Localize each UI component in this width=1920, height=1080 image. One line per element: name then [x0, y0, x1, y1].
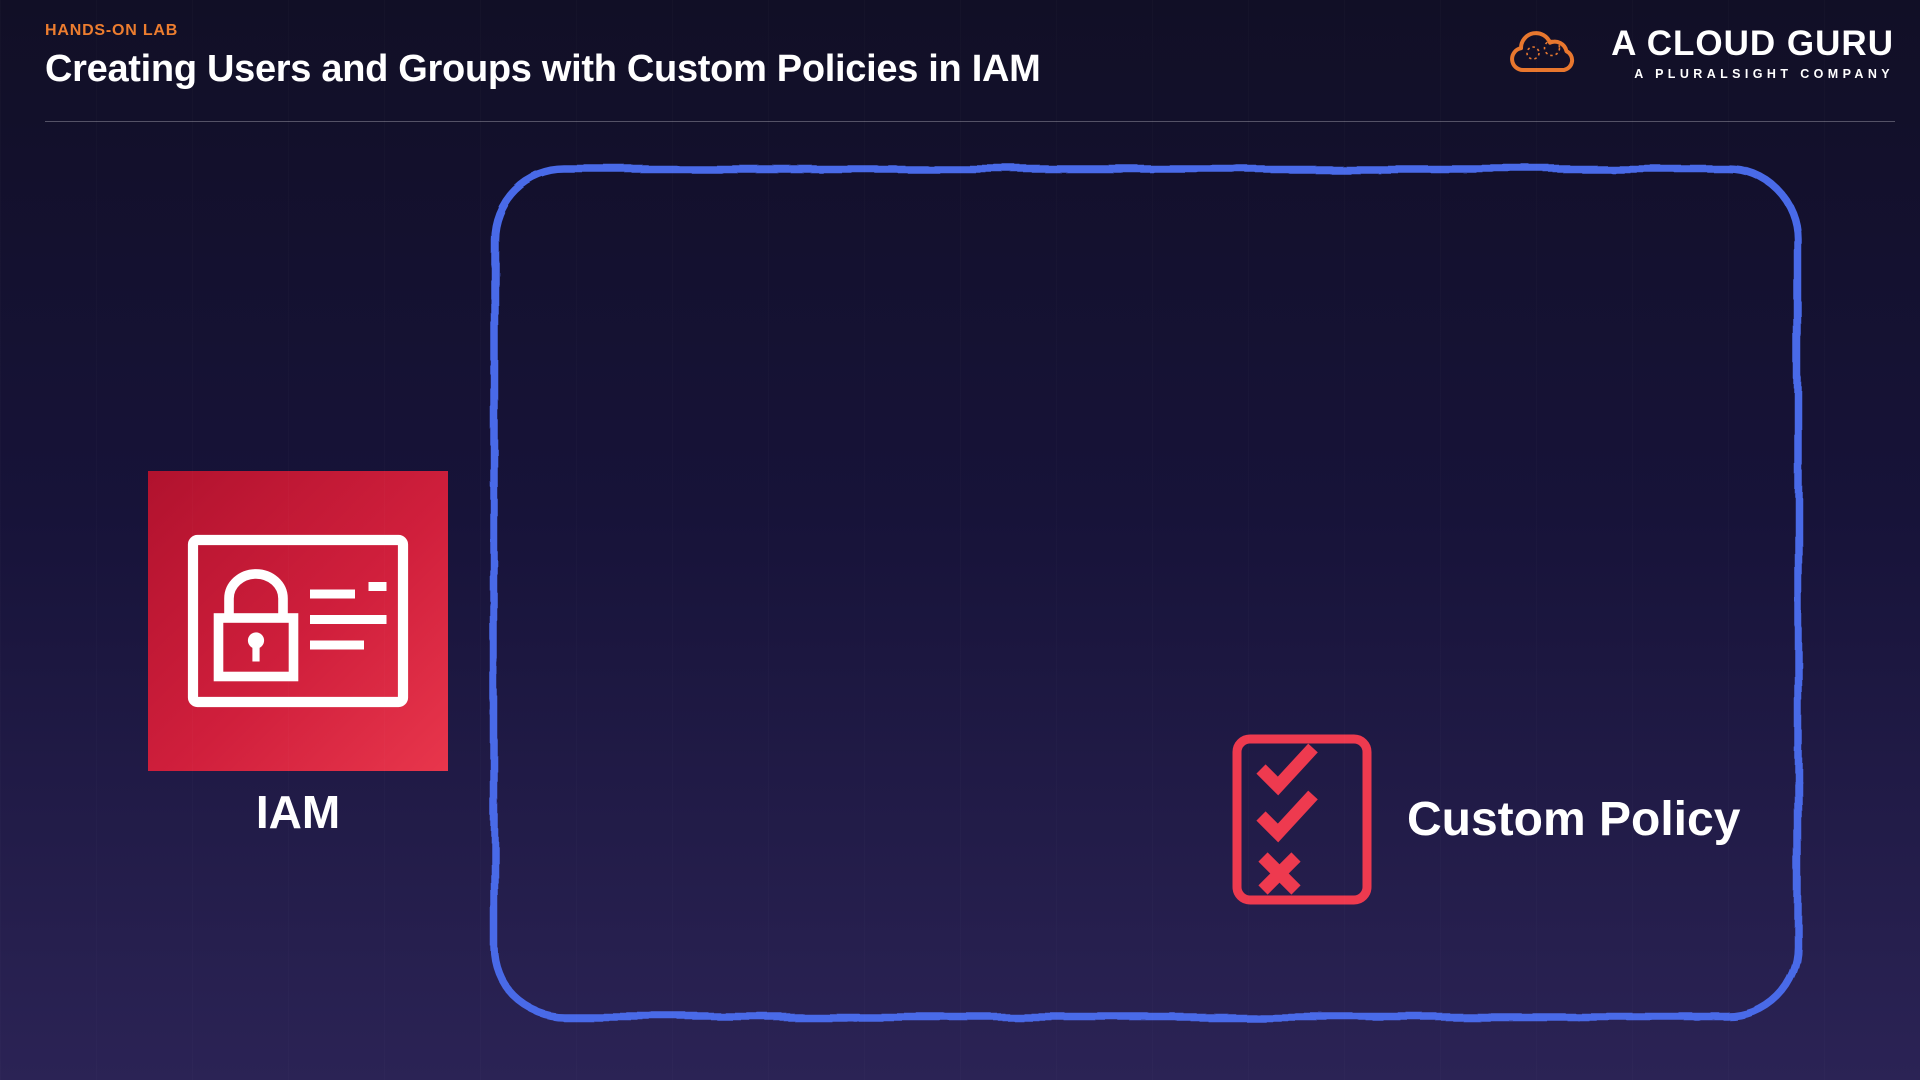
- brand-subtitle: A PLURALSIGHT COMPANY: [1634, 66, 1894, 81]
- brand-text: A CLOUD GURU A PLURALSIGHT COMPANY: [1611, 24, 1894, 81]
- cloud-logo-icon: [1510, 31, 1575, 72]
- checklist-outline: [1232, 734, 1372, 905]
- x-mark: [1258, 852, 1301, 895]
- page-title: Creating Users and Groups with Custom Po…: [45, 48, 1041, 90]
- lock-shackle: [224, 569, 288, 618]
- lock-body: [213, 613, 299, 682]
- diagram-frame: [490, 165, 1802, 1021]
- hands-on-lab-label: HANDS-ON LAB: [45, 22, 179, 39]
- brand-name: A CLOUD GURU: [1611, 23, 1894, 63]
- custom-policy-label: Custom Policy: [1407, 793, 1741, 846]
- brand-logo: A CLOUD GURU A PLURALSIGHT COMPANY: [1497, 20, 1894, 84]
- iam-lock-card-icon: [187, 534, 409, 708]
- iam-label: IAM: [255, 786, 341, 838]
- cloud-outline: [1510, 31, 1575, 72]
- iam-service-icon: [148, 471, 448, 771]
- custom-policy-group: Custom Policy: [1231, 733, 1740, 906]
- keyhole-dot: [247, 632, 265, 649]
- header-block: HANDS-ON LAB Creating Users and Groups w…: [45, 22, 1041, 91]
- frame-rect: [490, 165, 1802, 1021]
- checklist-icon: [1232, 734, 1372, 905]
- cloud-scribble-dot: [1543, 39, 1561, 57]
- cloud-scribble-dot: [1526, 46, 1540, 60]
- check-mark-1: [1256, 743, 1318, 796]
- id-card-outline: [187, 534, 409, 708]
- iam-service-group: IAM: [148, 471, 448, 839]
- header-divider: [45, 121, 1895, 122]
- check-mark-2: [1256, 790, 1318, 843]
